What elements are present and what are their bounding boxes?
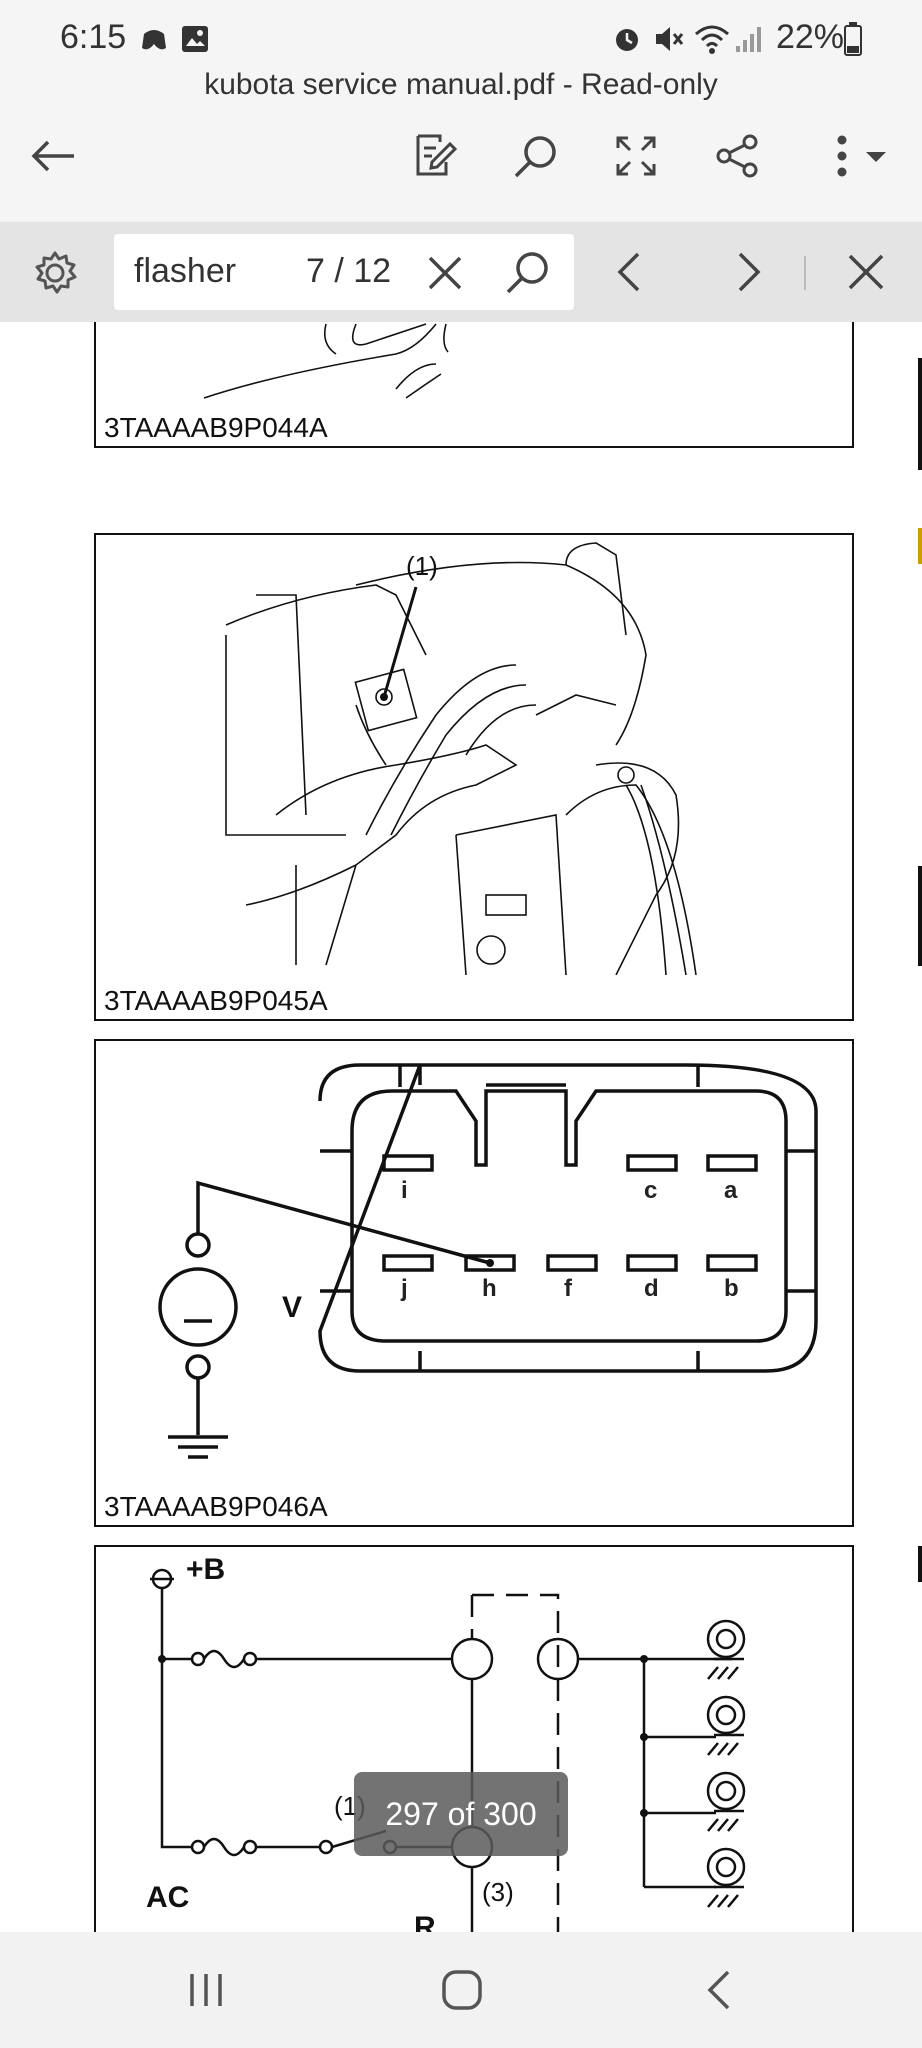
back-icon[interactable] [704, 1968, 734, 2012]
pin-label-a: a [724, 1177, 738, 1204]
status-time: 6:15 [60, 18, 127, 56]
navigation-bar [0, 1932, 922, 2048]
signal-icon [736, 27, 761, 52]
callout-3: (3) [482, 1877, 514, 1907]
find-bar: flasher 7 / 12 [0, 222, 922, 322]
share-icon[interactable] [714, 132, 762, 180]
home-icon[interactable] [440, 1968, 484, 2012]
pin-label-d: d [644, 1275, 659, 1302]
more-icon[interactable] [830, 132, 890, 180]
app-bar: kubota service manual.pdf - Read-only [0, 68, 922, 222]
edit-icon[interactable] [412, 132, 458, 178]
pin-label-b: b [724, 1275, 739, 1302]
clear-icon[interactable] [426, 254, 464, 292]
previous-match-icon[interactable] [614, 250, 644, 294]
search-icon[interactable] [504, 250, 550, 296]
adjacent-page-edge [918, 866, 922, 966]
figure-circuit: +B (1) (3) AC R [94, 1545, 854, 1932]
page-indicator: 297 of 300 [354, 1772, 568, 1856]
r-label: R [414, 1911, 436, 1932]
search-field[interactable]: flasher 7 / 12 [114, 234, 574, 310]
circuit-diagram [150, 1568, 746, 1932]
hand-illustration [203, 323, 449, 399]
pin-label-f: f [564, 1275, 572, 1302]
battery-label: +B [186, 1553, 226, 1586]
document-title: kubota service manual.pdf - Read-only [204, 68, 718, 101]
match-count: 7 / 12 [306, 252, 392, 290]
wifi-icon [695, 25, 729, 54]
pin-label-j: j [401, 1275, 408, 1302]
pin-label-c: c [644, 1177, 658, 1204]
pin-label-h: h [482, 1275, 497, 1302]
connector-diagram [158, 1063, 818, 1459]
wiring-illustration [225, 542, 697, 975]
battery-icon [844, 22, 862, 56]
ac-label: AC [146, 1881, 190, 1914]
game-icon [142, 30, 166, 50]
figure-044a: 3TAAAAB9P044A [94, 322, 854, 448]
recents-icon[interactable] [186, 1970, 226, 2010]
battery-percent: 22% [775, 18, 844, 56]
figure-046a: V i c a j h f d b 3TAAAAB9P046A [94, 1039, 854, 1527]
search-icon[interactable] [512, 134, 558, 180]
adjacent-page-edge [918, 528, 922, 564]
figure-caption: 3TAAAAB9P045A [104, 985, 328, 1016]
status-bar: 6:15 22% [0, 0, 922, 72]
image-icon [182, 26, 208, 52]
close-icon[interactable] [846, 252, 886, 292]
mute-icon [656, 27, 684, 51]
gear-icon[interactable] [32, 250, 78, 296]
divider [804, 256, 806, 290]
adjacent-page-edge [918, 1546, 922, 1582]
adjacent-page-edge [918, 358, 922, 470]
pin-label-i: i [401, 1177, 408, 1204]
figure-caption: 3TAAAAB9P044A [104, 412, 328, 443]
figure-caption: 3TAAAAB9P046A [104, 1491, 328, 1522]
voltmeter-label: V [282, 1291, 303, 1324]
back-arrow-icon[interactable] [28, 136, 78, 176]
document-viewer[interactable]: 3TAAAAB9P044A [0, 322, 922, 1932]
alarm-icon [616, 29, 638, 51]
search-input[interactable]: flasher [134, 252, 237, 290]
callout-1: (1) [406, 551, 438, 581]
next-match-icon[interactable] [734, 250, 764, 294]
fullscreen-icon[interactable] [614, 134, 658, 178]
figure-045a: (1) 3TAAAAB9P045A [94, 533, 854, 1021]
